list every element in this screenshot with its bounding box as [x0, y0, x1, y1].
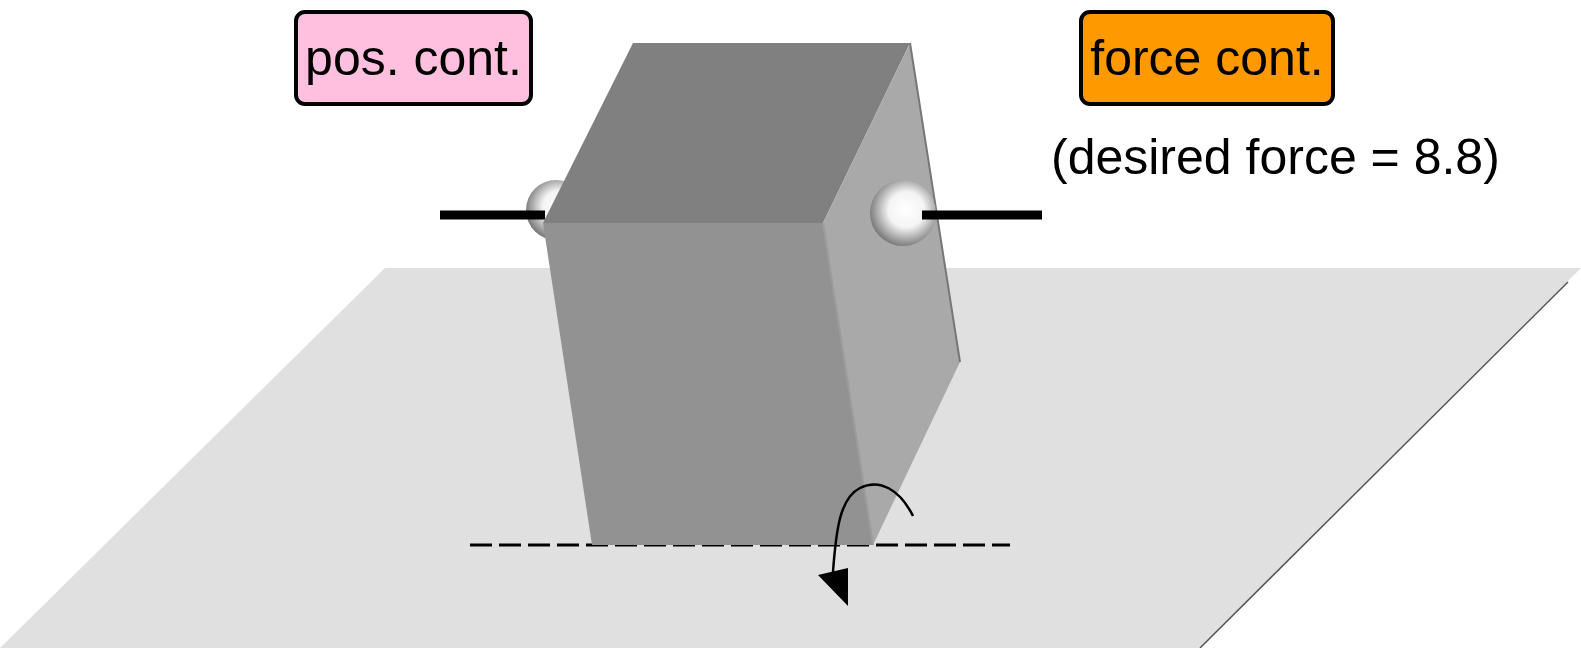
right-finger: [922, 211, 1042, 220]
box-edge: [823, 223, 873, 545]
rotation-arrowhead: [818, 568, 848, 606]
left-finger: [440, 211, 545, 220]
box-front-face: [543, 223, 873, 545]
controller-label: pos. cont.: [294, 10, 533, 106]
controller-name: pos. cont.: [305, 31, 522, 86]
force-note: (desired force = 8.8): [1051, 130, 1500, 185]
controller-name: force cont.: [1090, 31, 1323, 86]
floor-edge: [1200, 282, 1568, 648]
box-side-face: [823, 43, 960, 545]
controller-label: force cont.: [1079, 10, 1335, 106]
rotation-arrow: [833, 484, 913, 572]
